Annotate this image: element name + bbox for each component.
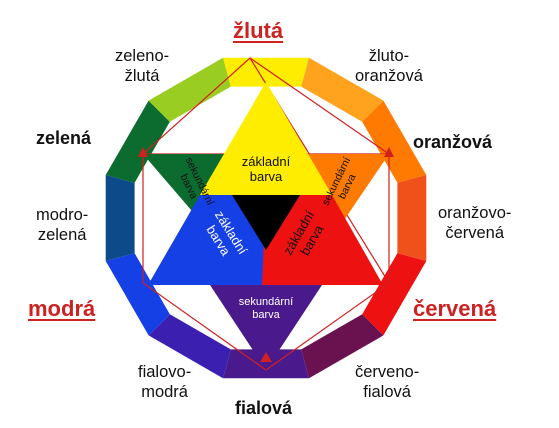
ring-segment-blue-green <box>105 175 135 261</box>
ring-segment-blue-violet <box>148 314 231 379</box>
ring-segment-red-violet <box>301 314 384 379</box>
secondary-triangle-violet <box>210 285 322 370</box>
label-blue: modrá <box>28 296 96 321</box>
ring-segment-orange <box>362 100 427 183</box>
ring-segment-red <box>362 253 427 336</box>
label-yellow-green: zeleno- žlutá <box>115 47 170 85</box>
label-blue-violet: fialovo- modrá <box>138 363 192 401</box>
primary-triangle-blue <box>148 195 275 285</box>
label-violet: fialová <box>235 398 293 418</box>
triangle-label-violet: sekundární barva <box>238 296 294 321</box>
color-ring <box>105 57 427 379</box>
label-yellow: žlutá <box>233 18 284 43</box>
label-red-violet: červeno- fialová <box>355 363 420 401</box>
center-black-triangle <box>232 195 300 250</box>
ring-segment-yellow-green <box>148 57 231 122</box>
label-red: červená <box>413 296 497 321</box>
triangle-label-yellow: základní barva <box>241 154 291 184</box>
ring-segment-green <box>105 100 170 183</box>
label-blue-green: modro- zelená <box>36 206 89 244</box>
ring-segment-yellow-orange <box>301 57 384 122</box>
label-orange: oranžová <box>413 132 493 152</box>
primary-triangle-red <box>262 195 383 285</box>
ring-segment-red-orange <box>397 175 427 261</box>
ring-segment-yellow <box>223 57 309 87</box>
label-red-orange: oranžovo- červená <box>438 204 512 242</box>
ring-segment-blue <box>105 253 170 336</box>
label-green: zelená <box>36 128 92 148</box>
primary-triangle-yellow <box>200 82 332 195</box>
label-yellow-orange: žluto- oranžová <box>355 47 423 85</box>
node-markers <box>138 147 394 362</box>
